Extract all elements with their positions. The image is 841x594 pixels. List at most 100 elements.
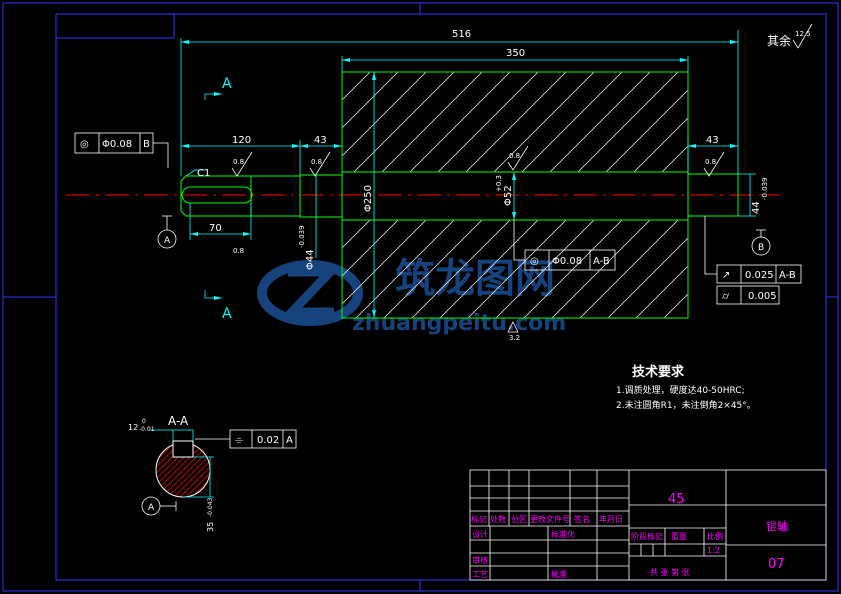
hatch-line	[495, 220, 595, 318]
tb-stage-mark: 阶段标记	[631, 531, 663, 541]
datum-a-section-label: A	[148, 503, 155, 513]
roughness-3: 0.8	[705, 158, 716, 166]
hatch-line	[607, 237, 688, 318]
tolerance-texts: ◎ Φ0.08 B ◎ Φ0.08 A-B ↗ 0.025 A-B ⌭ 0.00…	[80, 139, 796, 446]
datum-labels: A B A	[148, 236, 764, 513]
tol4-value: 0.02	[257, 435, 279, 446]
dimension-texts: 516 350 120 43 43 70 C1 Φ250 Φ52 +0.3 Φ4…	[197, 29, 769, 322]
hatch-line	[342, 72, 399, 129]
section-title: A-A	[168, 414, 189, 428]
dim-journal-right: 43	[706, 135, 719, 146]
tol0-datum: B	[143, 139, 150, 150]
dim-shaft-tol: -0.039	[298, 225, 306, 248]
tol1-symbol: ◎	[530, 256, 539, 267]
datum-b-circle	[751, 236, 771, 256]
hatch-line	[465, 72, 567, 172]
tb-h5: 年月日	[599, 514, 623, 524]
tech-requirements: 技术要求 1.调质处理，硬度达40-50HRC; 2.未注圆角R1，未注倒角2×…	[616, 364, 756, 411]
roughness-symbols	[231, 23, 813, 333]
dim-inner-dia: Φ52	[503, 185, 514, 206]
title-block-texts: 45 锟轴 07 标记 处数 分区 更改文件号 签名 年月日 设计 标准化 审核…	[471, 492, 788, 579]
section-view: A-A 12 0 -0.01 35 -0.043	[128, 414, 215, 532]
roughness-5: 0.8	[233, 247, 244, 255]
roughness-general-value: 12.5	[795, 30, 811, 38]
roughness-1: 0.8	[311, 158, 322, 166]
tol0-symbol: ◎	[80, 139, 89, 150]
hatch-line	[342, 72, 371, 101]
dim-chamfer: C1	[197, 168, 210, 179]
shaft-geometry	[180, 71, 739, 319]
dim-right-tol: -0.039	[761, 177, 769, 200]
section-hatch-line	[156, 443, 175, 497]
left-shaft	[180, 175, 300, 217]
dim-inner-tol-upper: +0.3	[495, 175, 503, 192]
tb-check: 审核	[472, 555, 488, 565]
hatch-line	[579, 220, 679, 318]
hatch-line	[523, 220, 623, 318]
roughness-4: 3.2	[509, 334, 520, 342]
tb-drawing-no: 07	[768, 557, 785, 572]
section-hatch-line	[156, 443, 157, 497]
hatch-line	[577, 72, 679, 172]
dimension-lines	[180, 30, 756, 318]
hatch-line	[409, 72, 511, 172]
dim-journal-left: 43	[314, 135, 327, 146]
watermark-logo-icon	[257, 260, 363, 326]
key-tol-upper: 0	[142, 418, 146, 425]
section-hatch-line	[156, 443, 181, 497]
tolerance-frames	[74, 132, 802, 449]
datum-a-label: A	[164, 236, 171, 246]
section-hatch-line	[203, 443, 210, 497]
section-hatch-line	[167, 443, 210, 497]
tb-material: 45	[668, 492, 685, 507]
roughness-values: 0.8 0.8 0.8 0.8 3.2 0.8 12.5 其余	[233, 30, 811, 342]
section-label-top: A	[222, 76, 232, 92]
tol3-value: 0.005	[748, 291, 777, 302]
tol1-value: Φ0.08	[552, 256, 582, 267]
tb-h1: 处数	[490, 514, 506, 524]
datum-markers	[141, 215, 771, 516]
tb-weight: 重量	[671, 531, 687, 541]
section-hatch-line	[156, 443, 163, 497]
tol3-symbol: ⌭	[722, 291, 730, 302]
tech-title: 技术要求	[632, 364, 685, 380]
key-depth: 35	[206, 522, 215, 532]
hatch-line	[633, 117, 688, 172]
key-width: 12	[128, 423, 138, 432]
roughness-0: 0.8	[233, 158, 244, 166]
hatch-line	[342, 220, 427, 305]
tech-item-2: 2.未注圆角R1，未注倒角2×45°。	[616, 399, 756, 411]
dimension-arrows	[181, 40, 738, 318]
right-journal	[687, 173, 739, 217]
hatch-line	[355, 220, 455, 318]
tol2-symbol: ↗	[722, 270, 730, 281]
hatch-line	[549, 72, 651, 172]
hatch-line	[381, 72, 483, 172]
hatch-line	[342, 220, 371, 249]
hatch-line	[635, 265, 688, 318]
tb-scale-value: 1:2	[707, 546, 720, 555]
dim-shaft-left: 120	[232, 135, 251, 146]
dim-roller-dia: Φ250	[363, 185, 374, 212]
hatch-line	[342, 220, 399, 277]
section-hatch-line	[197, 443, 210, 497]
hatch-line	[663, 293, 688, 318]
dim-shaft-dia: Φ44	[305, 249, 316, 270]
hatch-line	[521, 72, 623, 172]
hatch-line	[383, 220, 483, 318]
watermark-text-cn: 筑龙图网	[395, 256, 555, 302]
watermark: 筑龙图网 zhuangpeitu.com	[257, 256, 566, 336]
dim-keyway: 70	[209, 223, 222, 234]
dim-right-dia: 44	[751, 201, 762, 214]
hatch-line	[342, 72, 427, 157]
tol1-datum: A-B	[593, 256, 610, 267]
tech-item-1: 1.调质处理，硬度达40-50HRC;	[616, 384, 745, 396]
hatch-line	[411, 220, 511, 318]
hatch-line	[353, 72, 455, 172]
datum-b-label: B	[758, 243, 764, 253]
section-hatch-line	[156, 443, 210, 497]
title-block	[469, 469, 827, 581]
hatch-line	[493, 72, 595, 172]
